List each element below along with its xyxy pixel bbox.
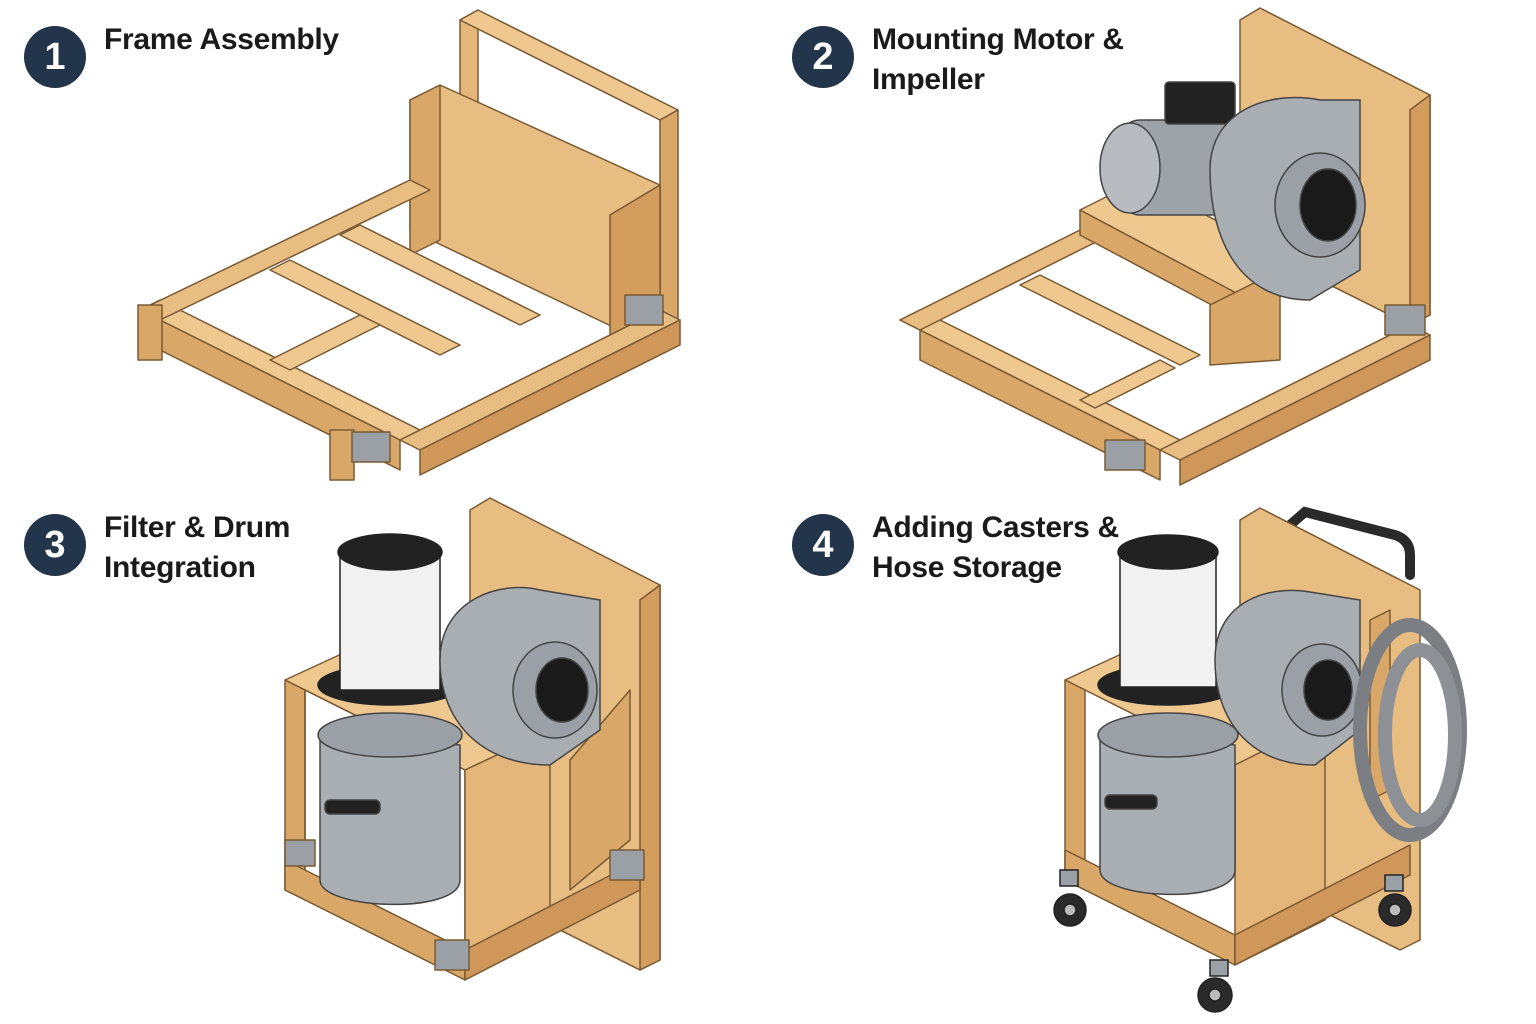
drum-rim xyxy=(317,712,463,758)
filter-pleats xyxy=(1119,554,1217,688)
push-handle xyxy=(1285,506,1415,580)
bracket-right xyxy=(624,294,664,326)
rear-panel-edge xyxy=(1409,94,1431,326)
step-4-title: Adding Casters & Hose Storage xyxy=(872,511,1119,584)
cross-member-2 xyxy=(339,224,541,326)
cabinet-side-rail xyxy=(1234,844,1411,966)
frame-assembly-illustration xyxy=(137,9,681,481)
base-right-rail xyxy=(399,309,681,451)
filter-cap xyxy=(1117,534,1219,570)
step-2-title: Mounting Motor & Impeller xyxy=(872,23,1124,96)
step-3-header: 3 Filter & Drum Integration xyxy=(24,511,290,588)
caster-front xyxy=(1197,959,1233,1013)
side-gusset xyxy=(409,84,441,256)
corner-block-front xyxy=(329,429,355,481)
filter-pleats xyxy=(339,554,441,691)
casters-hose-illustration xyxy=(1053,506,1467,1013)
step-2-header: 2 Mounting Motor & Impeller xyxy=(792,23,1124,100)
step-1-header: 1 Frame Assembly xyxy=(24,23,339,88)
drum-handle xyxy=(1104,794,1158,810)
impeller-inlet xyxy=(535,657,589,723)
filter-drum-illustration xyxy=(284,497,661,981)
bracket-front xyxy=(434,939,470,971)
motor-junction-box xyxy=(1164,81,1236,125)
bracket-right xyxy=(609,849,645,881)
short-member xyxy=(269,314,381,371)
bracket-left xyxy=(284,839,316,867)
drum-body xyxy=(1099,729,1236,896)
step-2-badge: 2 xyxy=(792,26,854,88)
motor-impeller-illustration xyxy=(899,7,1431,486)
short-member xyxy=(1079,359,1176,409)
impeller-inlet xyxy=(1303,659,1353,721)
step-4-badge: 4 xyxy=(792,514,854,576)
base-right-rail-side xyxy=(419,319,681,476)
bracket-front xyxy=(351,431,391,463)
cross-member xyxy=(1019,274,1201,366)
cross-member-1 xyxy=(269,259,461,356)
caster-left xyxy=(1053,869,1087,927)
corner-block-left xyxy=(137,304,163,361)
caster-right xyxy=(1378,874,1412,927)
hose-coil-inner xyxy=(1378,643,1462,827)
step-3-title: Filter & Drum Integration xyxy=(104,511,291,584)
drum-handle xyxy=(324,799,381,815)
step-1-badge: 1 xyxy=(24,26,86,88)
step-1-title: Frame Assembly xyxy=(104,23,339,56)
filter-cap xyxy=(337,533,443,571)
impeller-inlet xyxy=(1299,168,1357,242)
side-brace xyxy=(569,689,631,891)
rear-top-rail xyxy=(459,9,679,121)
step-3-badge: 3 xyxy=(24,514,86,576)
drum-body xyxy=(319,729,461,906)
motor-end-cap xyxy=(1099,122,1161,214)
bracket-right xyxy=(1384,304,1426,336)
base-right-rail-side xyxy=(1179,334,1431,486)
bracket-front xyxy=(1104,439,1146,471)
base-right-rail xyxy=(1159,324,1431,461)
base-front-rail-side xyxy=(919,329,1161,481)
rear-panel-edge xyxy=(639,584,661,971)
step-4-header: 4 Adding Casters & Hose Storage xyxy=(792,511,1119,588)
drum-rim xyxy=(1097,712,1239,758)
